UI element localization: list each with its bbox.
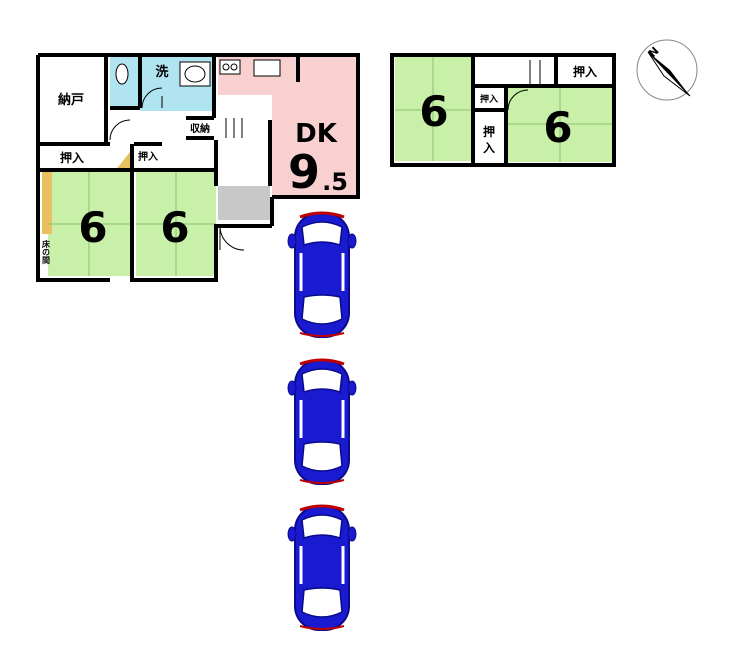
dk-label: DK — [295, 119, 338, 149]
stove — [219, 59, 241, 75]
tokonoma-label: 床の間 — [41, 239, 51, 265]
entrance-fill — [218, 186, 270, 220]
oshiire-f2-vertical-2: 入 — [483, 141, 495, 155]
toilet — [115, 63, 129, 85]
door-swing-fill — [114, 152, 130, 172]
room-left-size: 6 — [78, 203, 107, 252]
floor-1: 納戸 洗 収納 押入 押入 床の間 6 6 DK 9 .5 — [36, 53, 610, 282]
washroom-label: 洗 — [155, 64, 168, 80]
oshiire-f2-small-label: 押入 — [480, 93, 498, 105]
oshiire-small-label: 押入 — [138, 150, 158, 163]
room-middle-size: 6 — [160, 203, 189, 252]
storage-room-label: 納戸 — [58, 92, 84, 108]
parking — [286, 211, 358, 632]
car-icon — [286, 211, 358, 339]
oshiire-left-label: 押入 — [60, 150, 84, 165]
floor-2: 6 6 押入 押入 押 入 — [390, 53, 616, 167]
sink — [253, 59, 281, 77]
dk-size-dec: .5 — [322, 168, 348, 196]
car-icon — [286, 358, 358, 486]
room-f2-right-size: 6 — [543, 103, 572, 152]
dk-size-int: 9 — [288, 145, 320, 199]
tokonoma-fill — [42, 172, 52, 234]
oshiire-f2-vertical-1: 押 — [483, 124, 495, 139]
dk-fill — [272, 57, 358, 197]
closet-label: 収納 — [190, 122, 210, 135]
car-icon — [286, 504, 358, 632]
oshiire-f2-top-label: 押入 — [573, 64, 597, 79]
room-f2-left-size: 6 — [419, 87, 448, 136]
compass: N — [636, 39, 698, 101]
